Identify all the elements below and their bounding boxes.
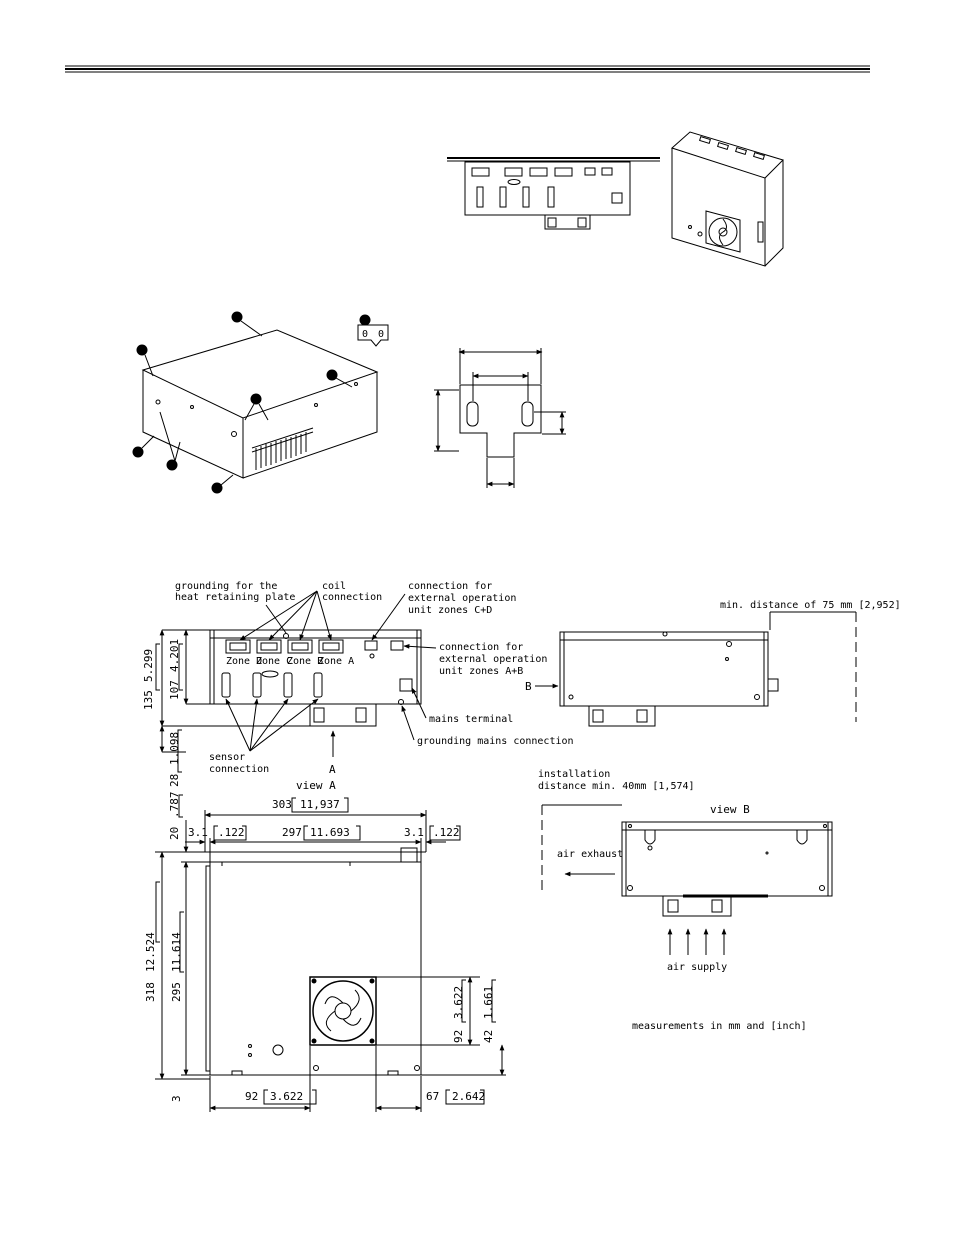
- dim-67: 67: [426, 1090, 439, 1103]
- view-a-title: view A: [296, 779, 336, 792]
- dim-42: 42: [482, 1030, 495, 1043]
- coil-connectors: [225, 639, 344, 654]
- dim-3: 3: [170, 1095, 183, 1102]
- zone-a-label: Zone A: [318, 656, 354, 667]
- dim-28: 28: [168, 774, 181, 787]
- dim-297-inch: 11.693: [310, 826, 350, 839]
- sensor-callout-line1: sensor: [209, 752, 245, 763]
- dim-295-inch: 11.614: [170, 932, 183, 972]
- min-distance-callout: min. distance of 75 mm [2,952]: [720, 600, 901, 611]
- grounding-plate-callout-line2: heat retaining plate: [175, 592, 295, 603]
- isometric-view-with-fan: [671, 131, 784, 267]
- grounding-mains-callout: grounding mains connection: [417, 736, 574, 747]
- sensor-callout-line2: connection: [209, 764, 269, 775]
- dimension-labels: 135 5.299 107 4.201 28 1.098 20 .787 303…: [142, 639, 495, 1103]
- dim-20-inch: .787: [168, 792, 181, 819]
- dim-318: 318: [144, 982, 157, 1002]
- dim-92-bottom: 92: [245, 1090, 258, 1103]
- zone-d-label: Zone D: [226, 656, 262, 667]
- install-callout-line2: distance min. 40mm [1,574]: [538, 781, 695, 792]
- dim-303-inch: 11,937: [300, 798, 340, 811]
- dim-303: 303: [272, 798, 292, 811]
- top-view-with-fan: [155, 810, 506, 1112]
- dim-135-inch: 5.299: [142, 649, 155, 682]
- bracket-zero-left: 0: [362, 329, 368, 340]
- view-b-side-upper: B min. distance of 75 mm [2,952]: [525, 600, 901, 727]
- dim-fan-92-inch: 3.622: [452, 986, 465, 1019]
- units-note: measurements in mm and [inch]: [632, 1021, 807, 1032]
- zone-b-label: Zone B: [287, 656, 323, 667]
- dim-92-bottom-inch: 3.622: [270, 1090, 303, 1103]
- air-supply-label: air supply: [667, 962, 727, 973]
- header-rule: [65, 65, 870, 73]
- dim-3-1-right: 3.1: [404, 826, 424, 839]
- ext-cd-callout-line3: unit zones C+D: [408, 605, 492, 616]
- dim-135: 135: [142, 690, 155, 710]
- dim-107-inch: 4.201: [168, 639, 181, 672]
- dim-28-inch: 1.098: [168, 732, 181, 765]
- dim-67-inch: 2.642: [452, 1090, 485, 1103]
- ext-cd-callout-line2: external operation: [408, 593, 516, 604]
- dim-107: 107: [168, 680, 181, 700]
- dim-20: 20: [168, 827, 181, 840]
- bracket-zero-right: 0: [378, 329, 384, 340]
- dim-fan-92: 92: [452, 1030, 465, 1043]
- inch-brackets: [155, 643, 496, 1105]
- dim-3-1-left: 3.1: [188, 826, 208, 839]
- view-a-front: A Zone D Zone C Zone B Zone A grounding …: [159, 581, 574, 792]
- grounding-plate-callout-line1: grounding for the: [175, 581, 277, 592]
- ext-cd-callout-line1: connection for: [408, 581, 492, 592]
- zone-c-label: Zone C: [256, 656, 292, 667]
- dim-3-1-right-inch: .122: [433, 826, 460, 839]
- ext-ab-callout-line3: unit zones A+B: [439, 666, 523, 677]
- dim-42-inch: 1.661: [482, 986, 495, 1019]
- dim-3-1-left-inch: .122: [218, 826, 245, 839]
- coil-callout-line1: coil: [322, 581, 346, 592]
- ext-ab-callout-line1: connection for: [439, 642, 523, 653]
- mounting-bracket-detail: [434, 348, 566, 488]
- dim-318-inch: 12.524: [144, 932, 157, 972]
- dim-295: 295: [170, 982, 183, 1002]
- view-b-title: view B: [710, 803, 750, 816]
- dim-297: 297: [282, 826, 302, 839]
- view-b-marker: B: [525, 680, 532, 693]
- install-callout-line1: installation: [538, 769, 610, 780]
- mounted-front-view: [447, 157, 660, 230]
- coil-callout-line2: connection: [322, 592, 382, 603]
- ext-ab-callout-line2: external operation: [439, 654, 547, 665]
- sensor-connectors: [221, 672, 323, 698]
- view-a-marker: A: [329, 763, 336, 776]
- view-b-side-lower: installation distance min. 40mm [1,574] …: [538, 769, 833, 1032]
- mains-terminal-callout: mains terminal: [429, 714, 513, 725]
- air-exhaust-label: air exhaust: [557, 849, 623, 860]
- isometric-closed-unit: 0 0: [132, 311, 389, 494]
